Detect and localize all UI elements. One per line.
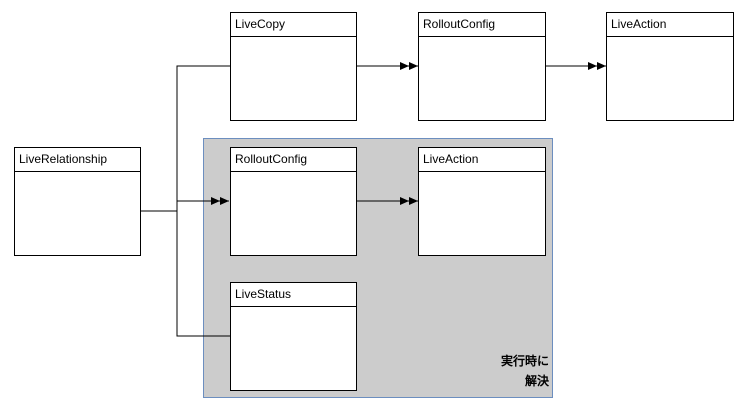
connector-liverelationship-to-livestatus bbox=[176, 211, 231, 337]
node-livecopy: LiveCopy bbox=[230, 12, 357, 121]
double-arrowhead-liverelationship-rolloutconfig bbox=[211, 197, 229, 205]
node-livestatus: LiveStatus bbox=[230, 282, 357, 391]
node-rolloutconfig-runtime: RolloutConfig bbox=[230, 147, 357, 256]
node-liveaction-top: LiveAction bbox=[606, 12, 734, 121]
double-arrowhead-rolloutconfig-liveaction-runtime bbox=[400, 197, 418, 205]
node-liveaction-runtime: LiveAction bbox=[418, 147, 546, 256]
node-liverelationship: LiveRelationship bbox=[14, 147, 141, 256]
node-title: LiveStatus bbox=[231, 283, 356, 307]
node-title: RolloutConfig bbox=[231, 148, 356, 172]
note-line-1: 実行時に bbox=[500, 354, 549, 368]
node-title: RolloutConfig bbox=[419, 13, 545, 37]
node-title: LiveRelationship bbox=[15, 148, 140, 172]
node-rolloutconfig-top: RolloutConfig bbox=[418, 12, 546, 121]
double-arrowhead-rolloutconfig-liveaction-top bbox=[588, 62, 606, 70]
runtime-resolution-note: 実行時に 解決 bbox=[501, 351, 549, 391]
node-title: LiveAction bbox=[607, 13, 733, 37]
connector-liverelationship-to-livecopy bbox=[141, 65, 231, 212]
node-title: LiveAction bbox=[419, 148, 545, 172]
double-arrowhead-livecopy-rolloutconfig bbox=[400, 62, 418, 70]
node-title: LiveCopy bbox=[231, 13, 356, 37]
note-line-2: 解決 bbox=[524, 374, 549, 388]
